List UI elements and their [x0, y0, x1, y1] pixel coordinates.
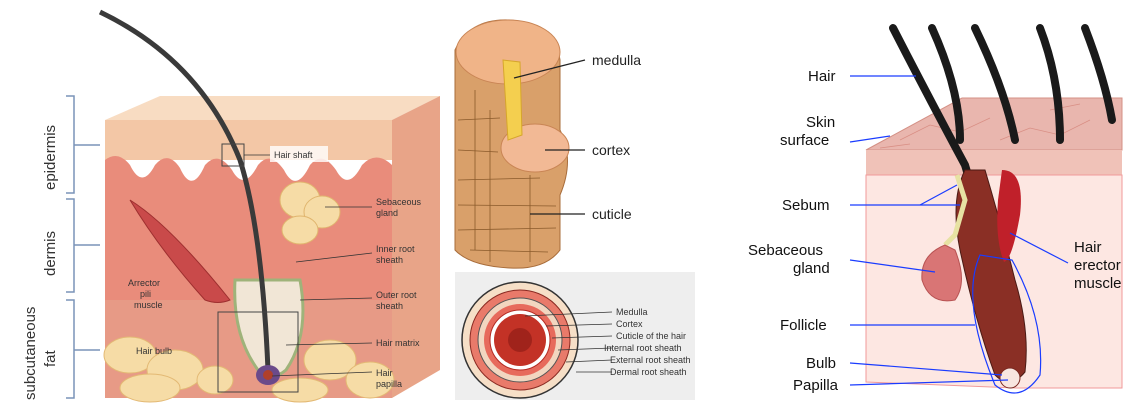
sebaceous-gland-label-1: Sebaceous — [376, 197, 422, 207]
subcutaneous-label: subcutaneous — [22, 307, 39, 400]
sebum-label: Sebum — [782, 197, 830, 214]
medulla-label: medulla — [592, 52, 641, 68]
inner-root-sheath-label-1: Inner root — [376, 244, 415, 254]
dermis-label: dermis — [42, 231, 59, 276]
follicle-panel: Hair Skin surface Sebum Sebaceous gland … — [748, 28, 1122, 394]
cuticle-label: cuticle — [592, 206, 632, 222]
arrector-pili-label-1: Arrector — [128, 278, 160, 288]
xs-internal-root-sheath-label: Internal root sheath — [604, 343, 682, 353]
hair-label-right: Hair — [808, 68, 836, 85]
hair-shaft-3d-panel: medulla cortex cuticle Medulla Cortex Cu… — [455, 20, 695, 400]
hair-papilla-label-2: papilla — [376, 379, 402, 389]
sebaceous-gland-label-r2: gland — [793, 260, 830, 277]
hair-papilla-label-1: Hair — [376, 368, 393, 378]
hair-matrix-label: Hair matrix — [376, 338, 420, 348]
hair-bulb-label: Hair bulb — [136, 346, 172, 356]
skin-surface-label-1: Skin — [806, 114, 835, 131]
arrector-pili-label-3: muscle — [134, 300, 163, 310]
outer-root-sheath-label-1: Outer root — [376, 290, 417, 300]
xs-cuticle-label: Cuticle of the hair — [616, 331, 686, 341]
arrector-pili-label-2: pili — [140, 289, 151, 299]
skin-surface-top — [866, 98, 1122, 150]
fat-label: fat — [42, 349, 59, 367]
cortex-label: cortex — [592, 142, 630, 158]
epidermis-label: epidermis — [42, 125, 59, 190]
xs-external-root-sheath-label: External root sheath — [610, 355, 691, 365]
erector-label-3: muscle — [1074, 275, 1122, 292]
outer-root-sheath-label-2: sheath — [376, 301, 403, 311]
erector-label-1: Hair — [1074, 239, 1102, 256]
hair-cross-section — [462, 282, 578, 398]
skin-top-face — [105, 96, 440, 120]
bulb-right — [1000, 368, 1020, 388]
hair-shaft-label: Hair shaft — [274, 150, 313, 160]
skin-surface-label-2: surface — [780, 132, 829, 149]
epidermis-right — [866, 150, 1122, 175]
bulb-label: Bulb — [806, 355, 836, 372]
follicle-label: Follicle — [780, 317, 827, 334]
papilla-label: Papilla — [793, 377, 839, 394]
xs-medulla-label: Medulla — [616, 307, 648, 317]
sebaceous-gland-label-r1: Sebaceous — [748, 242, 823, 259]
layer-brackets — [66, 96, 100, 398]
hair-papilla-left — [263, 370, 273, 380]
epidermis-layer — [105, 120, 392, 160]
inner-root-sheath-label-2: sheath — [376, 255, 403, 265]
erector-label-2: erector — [1074, 257, 1121, 274]
xs-cortex-label: Cortex — [616, 319, 643, 329]
skin-section-panel: epidermis dermis subcutaneous fat Hair s… — [22, 12, 440, 402]
sebaceous-gland-label-2: gland — [376, 208, 398, 218]
xs-dermal-root-sheath-label: Dermal root sheath — [610, 367, 687, 377]
